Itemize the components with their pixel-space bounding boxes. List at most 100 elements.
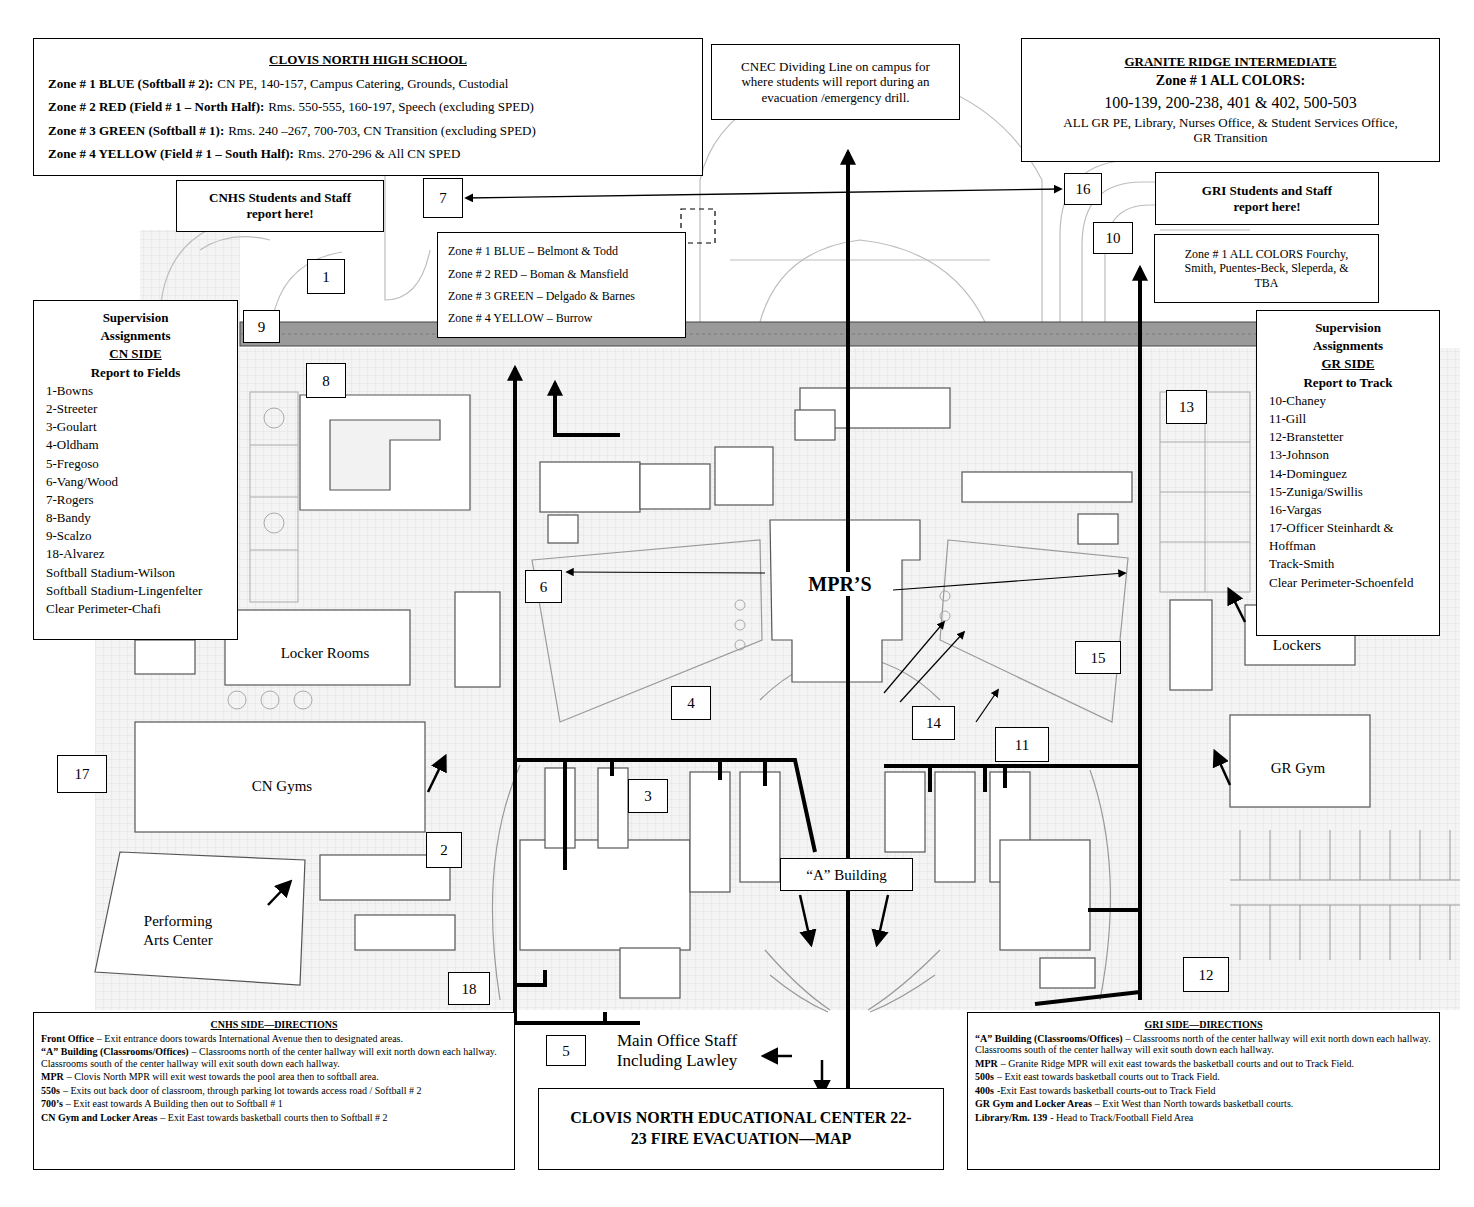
leader-arrow [567, 572, 1125, 722]
label-text: Zone # 1 ALL COLORS: [1156, 73, 1305, 88]
building-name: Locker Rooms [255, 644, 395, 662]
buildings [545, 768, 575, 848]
zone-staff-box: Zone # 1 BLUE – Belmont & ToddZone # 2 R… [437, 232, 686, 338]
label-text: 12 [1199, 967, 1214, 983]
text-line: 4 [672, 694, 710, 712]
text-line: 13-Johnson [1269, 446, 1427, 464]
buildings [885, 772, 925, 852]
text-line: Zone # 3 GREEN (Softball # 1):Rms. 240 –… [48, 123, 688, 139]
text-line: Zone # 3 GREEN – Delgado & Barnes [448, 289, 675, 303]
label-text: CNEC Dividing Line on campus for where s… [741, 59, 930, 105]
text-line: CN SIDE [46, 345, 225, 363]
report-here-box: GRI Students and Staff report here! [1155, 172, 1379, 225]
text-line: CN Gym and Locker Areas– Exit East towar… [41, 1112, 507, 1124]
directions-box: GRI SIDE—DIRECTIONS “A” Building (Classro… [967, 1012, 1440, 1170]
access-road [240, 322, 1260, 346]
label-text: Clear Perimeter-Chafi [46, 601, 161, 616]
text-line: 14-Dominguez [1269, 465, 1427, 483]
text-line: Library/Rm. 139- Head to Track/Football … [975, 1112, 1432, 1124]
evacuation-route [515, 760, 815, 852]
label-text: Softball Stadium-Wilson [46, 565, 175, 580]
buildings [795, 410, 835, 440]
text-line: ALL GR PE, Library, Nurses Office, & Stu… [1056, 115, 1405, 146]
paving [95, 230, 1460, 1010]
text-line: Front Office– Exit entrance doors toward… [41, 1033, 507, 1045]
callout-number: 3 [628, 779, 668, 813]
buildings [300, 395, 470, 510]
evacuation-route [1003, 766, 1007, 788]
text-line: MPR– Clovis North MPR will exit west tow… [41, 1071, 507, 1083]
label-text: 11-Gill [1269, 411, 1306, 426]
building-name: CN Gyms [227, 777, 337, 795]
evacuation-route [610, 760, 614, 776]
label-text: 14-Dominguez [1269, 466, 1347, 481]
evacuation-route [515, 970, 545, 985]
label-text: ALL GR PE, Library, Nurses Office, & Stu… [1063, 115, 1397, 146]
buildings [520, 840, 690, 950]
label-text: GR SIDE [1321, 356, 1374, 371]
text-line: 8-Bandy [46, 509, 225, 527]
label-text: -Exit East towards basketball courts-out… [997, 1085, 1216, 1096]
title-box: CLOVIS NORTH EDUCATIONAL CENTER 22-23 FI… [538, 1088, 944, 1170]
text-line: Report to Fields [46, 364, 225, 382]
buildings [1000, 840, 1090, 950]
text-line: Clear Perimeter-Schoenfeld [1269, 574, 1427, 592]
callout-number: 11 [995, 727, 1049, 762]
evacuation-route [603, 1012, 607, 1023]
callout-number: 1 [307, 259, 345, 294]
text-line: 2-Streeter [46, 400, 225, 418]
label-text: Report to Track [1303, 375, 1392, 390]
text-line: 11 [996, 736, 1048, 754]
zone-staff-box: Zone # 1 ALL COLORS Fourchy, Smith, Puen… [1154, 234, 1379, 303]
evacuation-route [983, 766, 987, 792]
label-text: Zone # 2 RED (Field # 1 – North Half): [48, 99, 264, 114]
plaza-outlines [765, 950, 940, 1012]
text-line: Zone # 4 YELLOW – Burrow [448, 311, 675, 325]
parking-stripes [1240, 830, 1450, 880]
courts [261, 691, 279, 709]
label-text: – Exit east towards basketball courts ou… [997, 1071, 1220, 1082]
label-text: CLOVIS NORTH HIGH SCHOOL [269, 52, 467, 67]
label-text: MPR [41, 1071, 64, 1082]
text-line: Supervision Assignments [1269, 319, 1427, 355]
label-text: MPR [975, 1058, 998, 1069]
text-line: 400s-Exit East towards basketball courts… [975, 1085, 1432, 1097]
label-text: GRI Students and Staff report here! [1202, 183, 1332, 214]
text-line: GRI SIDE—DIRECTIONS [975, 1019, 1432, 1031]
label-text: 6-Vang/Wood [46, 474, 118, 489]
building-name: Lockers [1261, 636, 1333, 654]
text-line: Zone # 1 ALL COLORS: [1056, 73, 1405, 90]
athletic-fields [730, 259, 990, 260]
label-text: 2 [440, 842, 448, 858]
label-text: 13 [1179, 399, 1194, 415]
school-zones-box: CLOVIS NORTH HIGH SCHOOLZone # 1 BLUE (S… [33, 38, 703, 176]
buildings [935, 772, 975, 882]
report-here-box: CNHS Students and Staff report here! [176, 180, 384, 232]
label-text: Supervision Assignments [100, 310, 170, 343]
callout-number: 9 [243, 310, 280, 343]
buildings [548, 515, 578, 543]
text-line: Zone # 1 BLUE – Belmont & Todd [448, 244, 675, 258]
label-text: - Head to Track/Football Field Area [1050, 1112, 1193, 1123]
buildings [598, 768, 628, 848]
label-text: “A” Building (Classrooms/Offices) [41, 1046, 189, 1057]
label-text: Zone # 3 GREEN – Delgado & Barnes [448, 289, 635, 303]
label-text: 14 [926, 715, 941, 731]
evacuation-route [928, 766, 932, 792]
label-text: “A” Building (Classrooms/Offices) [975, 1033, 1123, 1044]
label-text: 13-Johnson [1269, 447, 1329, 462]
buildings [620, 948, 680, 998]
buildings [1078, 514, 1118, 544]
label-text: Softball Stadium-Lingenfelter [46, 583, 202, 598]
label-text: – Clovis North MPR will exit west toward… [67, 1071, 379, 1082]
label-text: CNHS SIDE—DIRECTIONS [211, 1019, 338, 1030]
label-text: CNHS Students and Staff report here! [209, 190, 351, 221]
callout-number: 5 [546, 1035, 586, 1066]
athletic-fields [200, 237, 270, 250]
text-line: 1 [308, 268, 344, 286]
label-text: – Exit entrance doors towards Internatio… [97, 1033, 403, 1044]
supervision-box: Supervision AssignmentsGR SIDE Report to … [1256, 310, 1440, 636]
callout-number: 13 [1166, 390, 1207, 424]
label-text: – Exit east towards A Building then out … [66, 1098, 283, 1109]
direction-arrow [800, 895, 811, 944]
